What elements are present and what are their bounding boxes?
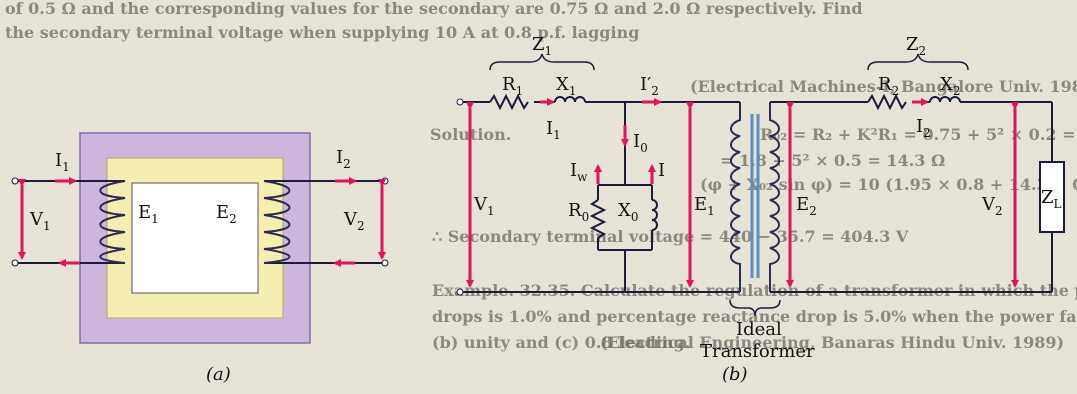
- x2-inductor: [929, 96, 961, 103]
- bg-line-7: (φ + X₀₂ sin φ) = 10 (1.95 × 0.8 + 14.3 …: [700, 175, 1077, 194]
- x0-inductor: [651, 199, 658, 231]
- label-iw: Iw: [570, 160, 588, 184]
- label-r2: R2: [878, 74, 899, 98]
- bg-line-3: (Electrical Machines-I, Bangalore Univ. …: [690, 77, 1077, 96]
- bg-line-8: ∴ Secondary terminal voltage = 440 − 35.…: [432, 227, 909, 246]
- figure-b: Z1 R1 X1 I1 I′2 I0 Iw I R0 X0 V1 E1: [456, 34, 1065, 385]
- bg-line-5: R₀₂ = R₂ + K²R₁ = 0.75 + 5² × 0.2 = 1.95…: [760, 125, 1077, 144]
- r2-resistor: [867, 93, 907, 111]
- bg-line-6: = 1.8 + 5² × 0.5 = 14.3 Ω: [720, 151, 945, 170]
- label-x1: X1: [556, 74, 576, 98]
- bg-line-11: (b) unity and (c) 0.8 leading.: [432, 333, 690, 352]
- bg-line-12: (Electrical Engineering, Banaras Hindu U…: [600, 333, 1064, 352]
- label-x2: X2: [940, 74, 960, 98]
- bg-line-10: drops is 1.0% and percentage reactance d…: [432, 307, 1077, 326]
- x1-inductor: [554, 96, 586, 103]
- ideal-transformer: [729, 102, 781, 317]
- label-z2: Z2: [906, 34, 926, 58]
- bg-line-2: the secondary terminal voltage when supp…: [5, 23, 639, 42]
- label-e1-b: E1: [694, 194, 715, 218]
- figure-a: I1 V1 E1 E2 I2 V2 (a): [11, 132, 389, 385]
- label-r1: R1: [502, 74, 523, 98]
- transformer-label: Transformer: [700, 341, 815, 362]
- z2-brace: [867, 53, 969, 71]
- label-i2-prime: I′2: [640, 74, 659, 98]
- bg-line-1: of 0.5 Ω and the corresponding values fo…: [5, 0, 863, 18]
- label-r0: R0: [568, 200, 589, 224]
- bg-line-9: Example. 32.35. Calculate the regulation…: [432, 281, 1077, 300]
- caption-b: (b): [722, 364, 748, 385]
- label-v1-b: V1: [473, 194, 495, 218]
- label-i2: I2: [336, 147, 351, 171]
- core-window: [131, 182, 259, 294]
- ideal-label: Ideal: [736, 319, 782, 340]
- label-z1: Z1: [532, 34, 552, 58]
- label-v2-b: V2: [981, 194, 1003, 218]
- label-e2: E2: [216, 202, 237, 226]
- caption-a: (a): [206, 364, 231, 385]
- label-i1: I1: [55, 150, 70, 174]
- label-v1: V1: [29, 209, 51, 233]
- label-e1: E1: [138, 202, 159, 226]
- label-imu: I: [658, 160, 665, 181]
- label-e2-b: E2: [796, 194, 817, 218]
- r0-resistor: [589, 199, 607, 239]
- label-x0: X0: [618, 200, 638, 224]
- load-impedance: [1039, 161, 1065, 233]
- label-i0: I0: [633, 131, 648, 155]
- label-v2: V2: [343, 209, 365, 233]
- label-i1-b: I1: [546, 118, 561, 142]
- z1-brace: [489, 53, 595, 71]
- label-i2-b: I2: [916, 116, 931, 140]
- label-zl: ZL: [1041, 187, 1062, 211]
- r1-resistor: [489, 93, 529, 111]
